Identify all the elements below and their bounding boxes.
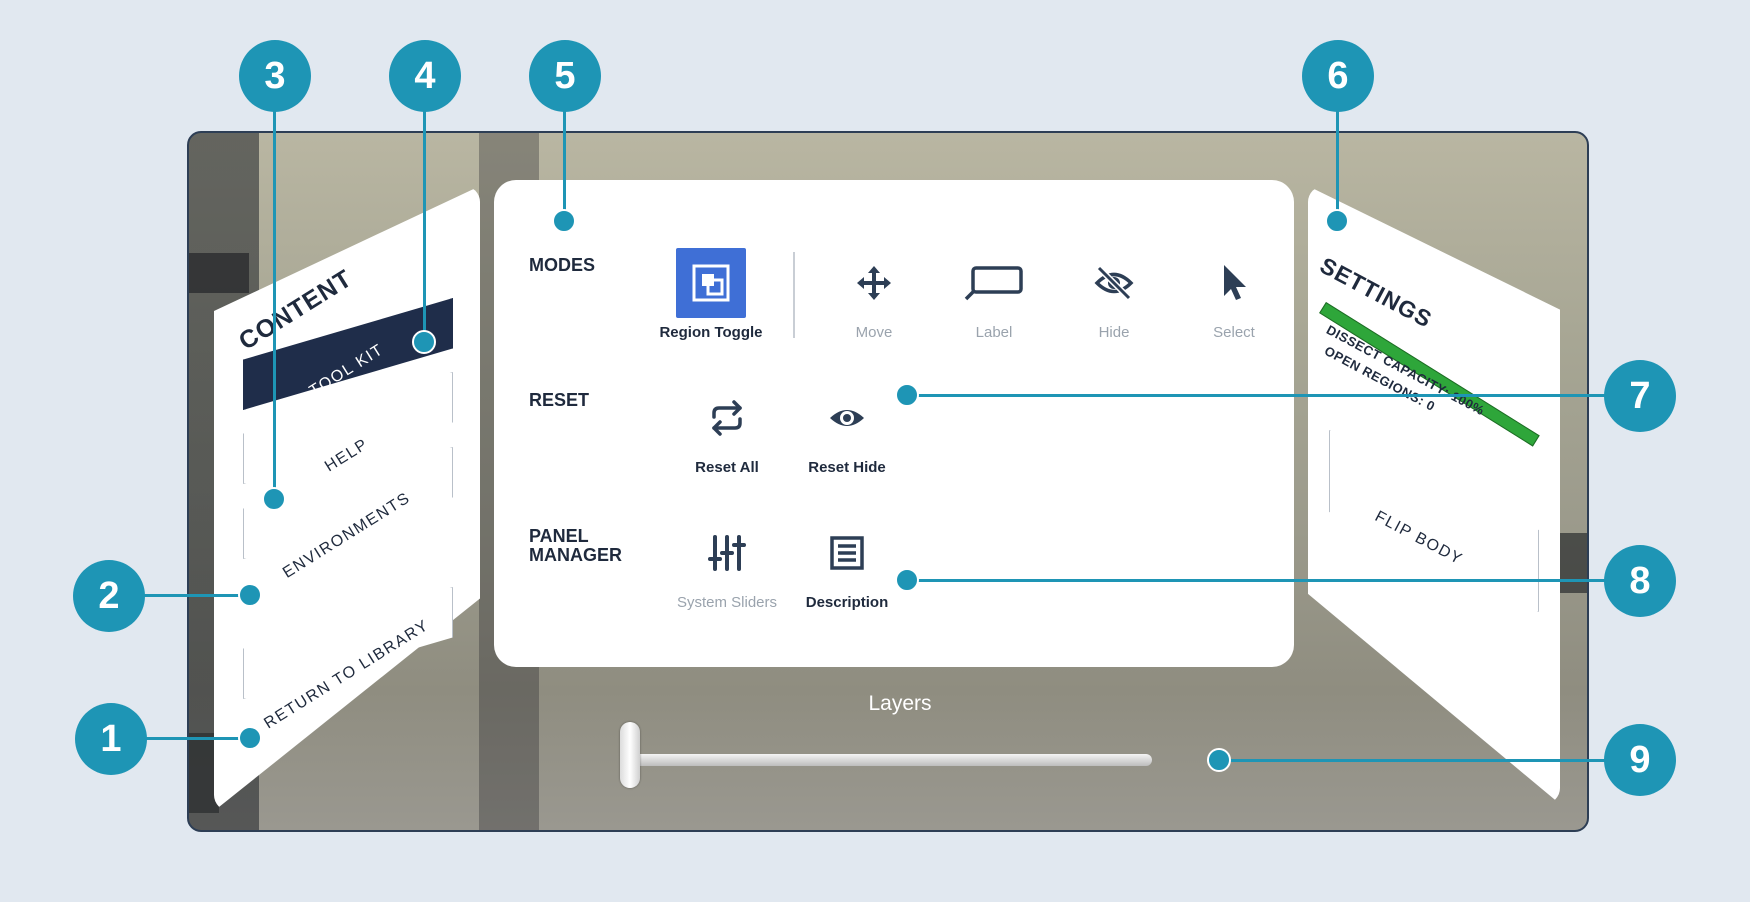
callout-badge-9: 9 (1604, 724, 1676, 796)
sliders-icon (692, 518, 762, 588)
callout-dot-5 (552, 209, 576, 233)
description-label: Description (805, 594, 889, 611)
layers-slider-track[interactable] (626, 754, 1152, 766)
callout-badge-7: 7 (1604, 360, 1676, 432)
callout-dot-2 (238, 583, 262, 607)
callout-dot-8 (895, 568, 919, 592)
reset-all-button[interactable]: Reset All (667, 383, 787, 476)
layers-label: Layers (868, 692, 932, 715)
callout-dot-1 (238, 726, 262, 750)
callout-dot-9 (1207, 748, 1231, 772)
select-label: Select (1213, 324, 1255, 341)
move-label: Move (855, 324, 893, 341)
callout-line-3 (273, 110, 276, 500)
region-toggle-button[interactable]: Region Toggle (651, 248, 771, 341)
callout-line-7 (906, 394, 1606, 397)
callout-line-1 (140, 737, 252, 740)
modes-divider (793, 252, 795, 338)
callout-badge-1: 1 (75, 703, 147, 775)
select-icon (1199, 248, 1269, 318)
label-button[interactable]: Label (934, 248, 1054, 341)
region-toggle-label: Region Toggle (659, 324, 763, 341)
callout-badge-6: 6 (1302, 40, 1374, 112)
label-label: Label (975, 324, 1013, 341)
panel-manager-line2: MANAGER (529, 545, 622, 565)
description-icon (812, 518, 882, 588)
callout-line-9 (1219, 759, 1606, 762)
callout-line-8 (906, 579, 1606, 582)
move-button[interactable]: Move (814, 248, 934, 341)
reset-section-label: RESET (529, 390, 590, 410)
callout-dot-7 (895, 383, 919, 407)
reset-hide-label: Reset Hide (808, 459, 886, 476)
hide-label: Hide (1098, 324, 1130, 341)
select-button[interactable]: Select (1174, 248, 1294, 341)
region-toggle-icon (676, 248, 746, 318)
layers-slider-thumb[interactable] (620, 722, 640, 788)
reset-hide-button[interactable]: Reset Hide (787, 383, 907, 476)
panel-manager-section-label: PANEL MANAGER (529, 527, 622, 565)
callout-badge-5: 5 (529, 40, 601, 112)
system-sliders-label: System Sliders (676, 594, 778, 611)
callout-badge-3: 3 (239, 40, 311, 112)
reset-all-label: Reset All (695, 459, 759, 476)
callout-badge-4: 4 (389, 40, 461, 112)
callout-dot-6 (1325, 209, 1349, 233)
system-sliders-button[interactable]: System Sliders (667, 518, 787, 611)
hide-icon (1079, 248, 1149, 318)
callout-badge-8: 8 (1604, 545, 1676, 617)
reset-hide-icon (812, 383, 882, 453)
callout-dot-4 (412, 330, 436, 354)
callout-badge-2: 2 (73, 560, 145, 632)
reset-all-icon (692, 383, 762, 453)
callout-line-4 (423, 110, 426, 342)
modes-section-label: MODES (529, 255, 596, 275)
tool-kit-panel (494, 180, 1294, 667)
callout-dot-3 (262, 487, 286, 511)
callout-line-2 (140, 594, 252, 597)
callout-line-6 (1336, 110, 1339, 222)
description-button[interactable]: Description (787, 518, 907, 611)
callout-line-5 (563, 110, 566, 222)
move-icon (839, 248, 909, 318)
hide-button[interactable]: Hide (1054, 248, 1174, 341)
panel-manager-line1: PANEL (529, 526, 589, 546)
label-icon (959, 248, 1029, 318)
